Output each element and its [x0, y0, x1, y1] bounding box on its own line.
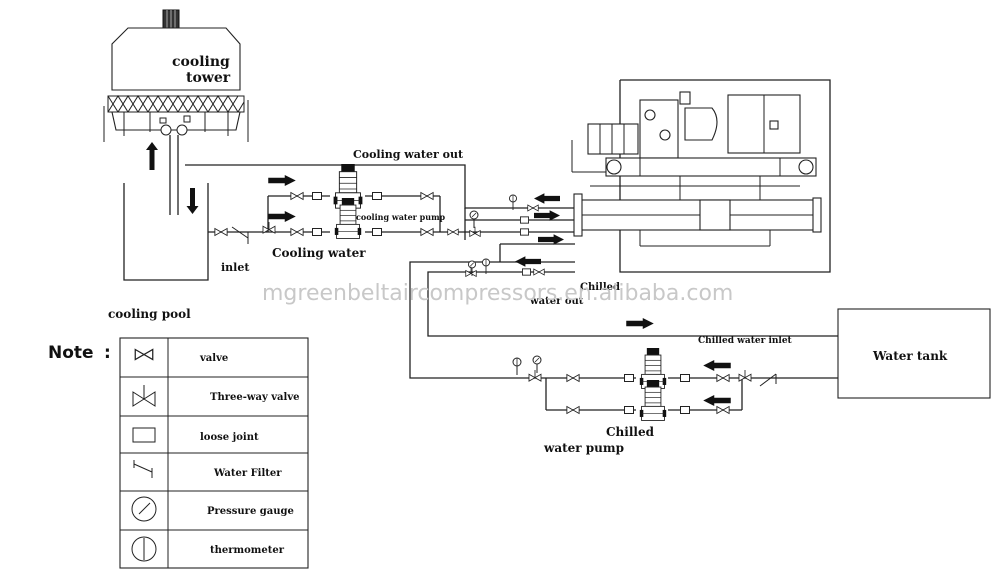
note-title: Note [48, 343, 94, 363]
loose-joint-icon [132, 427, 156, 443]
loose-joint-icon [624, 406, 634, 414]
cooling-water-pump-label: cooling water pump [356, 212, 446, 222]
three-way-valve-icon [132, 385, 156, 407]
chilled-water-pipes [409, 243, 838, 411]
three-way-valve-icon [738, 370, 752, 382]
valve-icon [527, 204, 539, 212]
inlet-filter-icon [231, 226, 249, 244]
left-arrow-icon [515, 256, 541, 267]
right-arrow-icon [268, 175, 296, 186]
left-arrow-icon [703, 360, 731, 371]
three-way-valve-icon [465, 266, 477, 277]
water-filter-icon [133, 460, 153, 478]
valve-icon [566, 374, 580, 382]
pump1-inlet-valve-icon [290, 192, 304, 200]
inlet-valve-icon [214, 228, 228, 236]
loose-joint-icon [680, 406, 690, 414]
chilled-water-inlet-label: Chilled water inlet [698, 336, 793, 346]
thermometer-icon [131, 536, 157, 562]
cooling-water-out-label: Cooling water out [353, 148, 464, 161]
left-arrow-icon [703, 395, 731, 406]
loose-joint-icon [372, 228, 382, 236]
loose-joint-icon [520, 216, 529, 224]
loose-joint-icon [522, 268, 531, 276]
cooling-pool-label: cooling pool [108, 307, 191, 321]
cooling-pool [123, 183, 209, 281]
up-arrow-icon [146, 142, 158, 170]
cooling-water-label: Cooling water [272, 246, 366, 260]
pump2-outlet-valve-icon [420, 228, 434, 236]
loose-joint-icon [312, 228, 322, 236]
cooling-tower [103, 9, 249, 142]
cooling-tower-label: cooling tower [172, 54, 235, 86]
pump2-inlet-valve-icon [290, 228, 304, 236]
valve-icon [533, 268, 545, 276]
valve-icon [566, 406, 580, 414]
thermometer-icon [512, 357, 522, 376]
pressure-gauge-icon [131, 496, 157, 522]
loose-joint-icon [624, 374, 634, 382]
loose-joint-icon [520, 228, 529, 236]
inlet-label: inlet [221, 261, 250, 274]
pressure-gauge-icon [532, 355, 542, 374]
legend-label-pressure-gauge: Pressure gauge [207, 506, 294, 517]
valve-icon [716, 374, 730, 382]
loose-joint-icon [312, 192, 322, 200]
legend-table: valve Three-way valve loose joint Water … [119, 337, 309, 569]
watermark: mgreenbeltaircompressors.en.alibaba.com [262, 281, 733, 306]
valve-icon [716, 406, 730, 414]
right-arrow-icon [538, 234, 564, 245]
chilled-filter-icon [759, 373, 777, 387]
note-colon: : [104, 343, 111, 363]
chilled-water-out-label: Chilled water out [529, 282, 623, 307]
legend-label-valve: valve [199, 353, 228, 364]
right-arrow-icon [534, 210, 560, 221]
legend-label-thermometer: thermometer [210, 545, 285, 556]
right-arrow-icon [268, 211, 296, 222]
water-tank-label: Water tank [872, 349, 948, 363]
pump1-outlet-valve-icon [420, 192, 434, 200]
three-way-valve-icon [528, 370, 542, 382]
legend-label-loose-joint: loose joint [200, 432, 259, 443]
loose-joint-icon [372, 192, 382, 200]
loose-joint-icon [680, 374, 690, 382]
valve-icon [447, 228, 459, 236]
water-chiller-unit [571, 79, 831, 273]
down-arrow-icon [186, 188, 199, 214]
legend-label-water-filter: Water Filter [213, 468, 282, 479]
right-arrow-icon [626, 318, 654, 329]
water-tank [837, 308, 991, 399]
chilled-water-pump-label: Chilled water pump [543, 425, 658, 455]
left-arrow-icon [534, 193, 560, 204]
three-way-valve-icon [469, 226, 481, 237]
legend-label-three-way-valve: Three-way valve [210, 392, 300, 403]
